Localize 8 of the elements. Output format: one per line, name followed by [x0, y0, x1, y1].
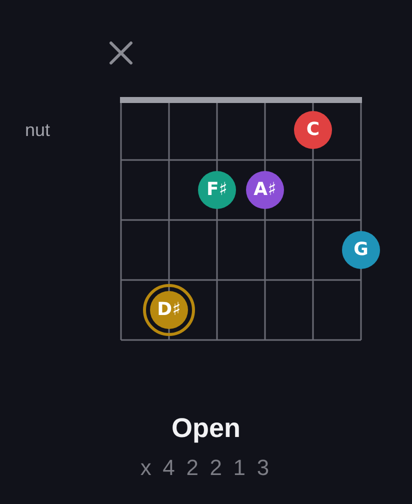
fingering-text: x 4 2 2 1 3 [140, 457, 272, 479]
chord-name: Open [171, 415, 240, 442]
note-dot: A♯ [246, 171, 284, 209]
note-dot: F♯ [198, 171, 236, 209]
root-note-dot: D♯ [143, 284, 195, 336]
note-dot: G [342, 231, 380, 269]
nut-label: nut [25, 121, 50, 139]
note-dot: C [294, 111, 332, 149]
